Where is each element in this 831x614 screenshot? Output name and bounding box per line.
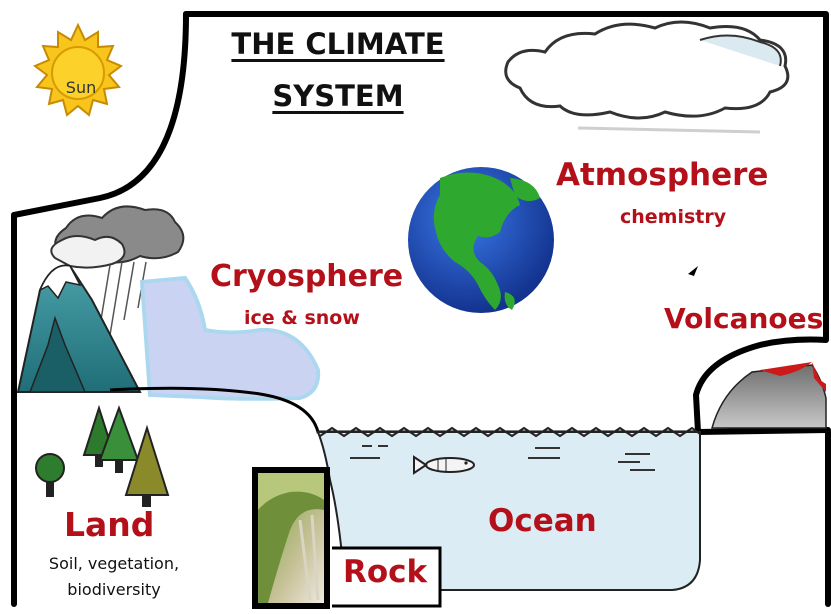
earth-globe-icon	[408, 167, 554, 313]
sun-label: Sun	[65, 78, 97, 97]
sun-icon	[33, 22, 123, 117]
volcanoes-label: Volcanoes	[664, 302, 824, 335]
cloud-icon	[504, 20, 790, 134]
atmosphere-label: Atmosphere	[556, 157, 769, 193]
volcano-icon	[711, 362, 827, 429]
cryosphere-sub-label: ice & snow	[244, 307, 360, 329]
page-title-line1: THE CLIMATE	[231, 27, 445, 61]
rock-label: Rock	[343, 554, 428, 590]
ocean-label: Ocean	[488, 503, 597, 539]
land-sub-label-1: Soil, vegetation,	[48, 554, 180, 573]
glacier-icon	[139, 275, 321, 401]
atmosphere-boundary-mark	[688, 266, 698, 276]
land-sub-label-2: biodiversity	[67, 580, 161, 599]
rain-cloud-icon	[50, 205, 185, 351]
atmosphere-sub-label: chemistry	[620, 206, 727, 228]
fish-icon	[413, 455, 475, 475]
water-lines	[350, 445, 655, 471]
frame-outline	[11, 11, 831, 607]
rock-label-box	[332, 546, 442, 608]
trees-icon	[35, 404, 170, 507]
cryosphere-label: Cryosphere	[210, 259, 404, 294]
land-boundary	[109, 386, 700, 434]
ocean-surface-waves	[319, 426, 701, 438]
land-label: Land	[64, 505, 155, 544]
rock-cliff-photo	[252, 467, 330, 609]
mountain-icon	[16, 264, 142, 393]
page-title-line2: SYSTEM	[272, 79, 404, 113]
